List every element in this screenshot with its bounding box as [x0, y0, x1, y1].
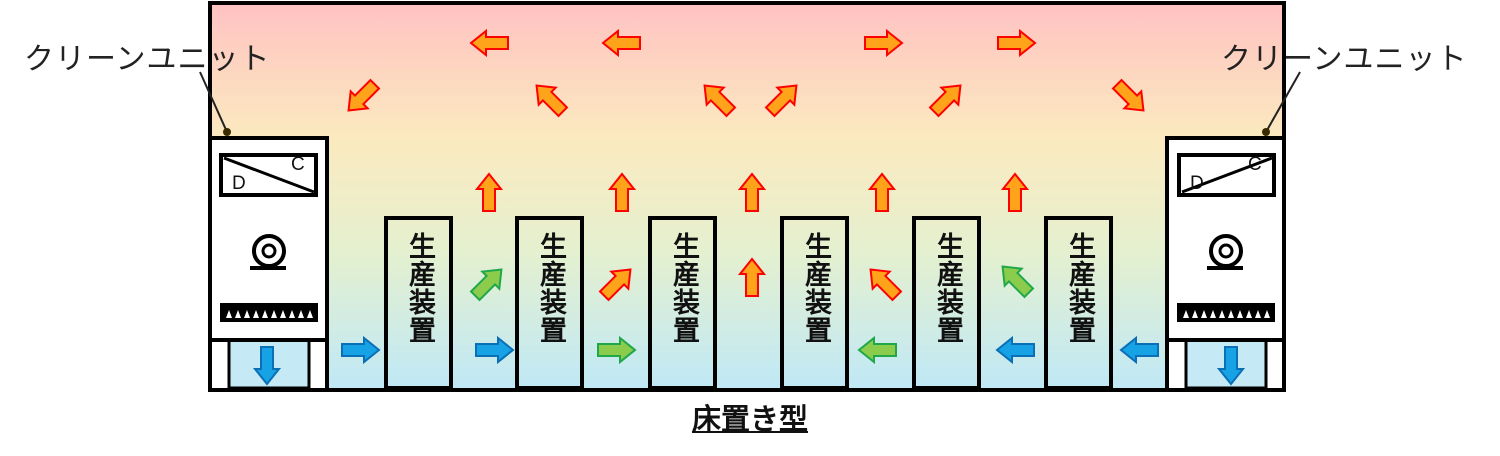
damper-d-label: D [1190, 173, 1204, 194]
damper-icon [219, 153, 318, 197]
warm-airflow-arrow-icon [869, 268, 903, 302]
clean-unit-left-label: クリーンユニット [24, 42, 271, 77]
production-equipment-label: 生産装置 [668, 232, 699, 344]
production-equipment-group [384, 216, 1113, 390]
filter-icon [220, 303, 318, 322]
warm-airflow-arrow-icon [737, 172, 767, 212]
airflow-arrows [252, 28, 1246, 386]
mixed-airflow-arrow-icon [857, 335, 897, 365]
leader-lines [199, 71, 1301, 136]
warm-airflow-arrow-icon [601, 28, 641, 58]
production-equipment [648, 216, 717, 390]
damper-d-label: D [232, 173, 246, 194]
fan-icon [250, 234, 286, 270]
production-equipment [912, 216, 981, 390]
warm-airflow-arrow-icon [598, 268, 632, 302]
production-equipment [384, 216, 453, 390]
warm-airflow-arrow-icon [867, 172, 897, 212]
filter-icon [1177, 303, 1275, 322]
damper-c-label: C [291, 154, 305, 175]
warm-airflow-arrow-icon [703, 84, 737, 118]
clean-airflow-arrow-icon [995, 335, 1035, 365]
warm-airflow-arrow-icon [535, 84, 569, 118]
warm-airflow-arrow-icon [347, 78, 381, 112]
production-equipment-label: 生産装置 [800, 232, 831, 344]
warm-airflow-arrow-icon [764, 84, 798, 118]
production-equipment-label: 生産装置 [404, 232, 435, 344]
clean-airflow-arrow-icon [475, 335, 515, 365]
production-equipment-label: 生産装置 [535, 232, 566, 344]
warm-airflow-arrow-icon [864, 28, 904, 58]
clean-airflow-arrow-icon [252, 346, 282, 386]
mixed-airflow-arrow-icon [1001, 265, 1035, 299]
warm-airflow-arrow-icon [1111, 78, 1145, 112]
clean-unit-right-label: クリーンユニット [1221, 42, 1468, 77]
production-equipment-label: 生産装置 [932, 232, 963, 344]
caption: 床置き型 [691, 402, 808, 436]
warm-airflow-arrow-icon [928, 84, 962, 118]
mixed-airflow-arrow-icon [469, 268, 503, 302]
warm-airflow-arrow-icon [607, 172, 637, 212]
damper-c-label: C [1248, 154, 1262, 175]
production-equipment [780, 216, 849, 390]
warm-airflow-arrow-icon [997, 28, 1037, 58]
clean-airflow-arrow-icon [1119, 335, 1159, 365]
production-equipment [1044, 216, 1113, 390]
warm-airflow-arrow-icon [1000, 172, 1030, 212]
warm-airflow-arrow-icon [737, 257, 767, 297]
production-equipment-label: 生産装置 [1064, 232, 1095, 344]
mixed-airflow-arrow-icon [597, 335, 637, 365]
fan-icon [1207, 234, 1243, 270]
warm-airflow-arrow-icon [469, 28, 509, 58]
production-equipment [515, 216, 584, 390]
damper-icon [1177, 153, 1276, 197]
warm-airflow-arrow-icon [474, 172, 504, 212]
clean-airflow-arrow-icon [1216, 346, 1246, 386]
clean-airflow-arrow-icon [341, 335, 381, 365]
